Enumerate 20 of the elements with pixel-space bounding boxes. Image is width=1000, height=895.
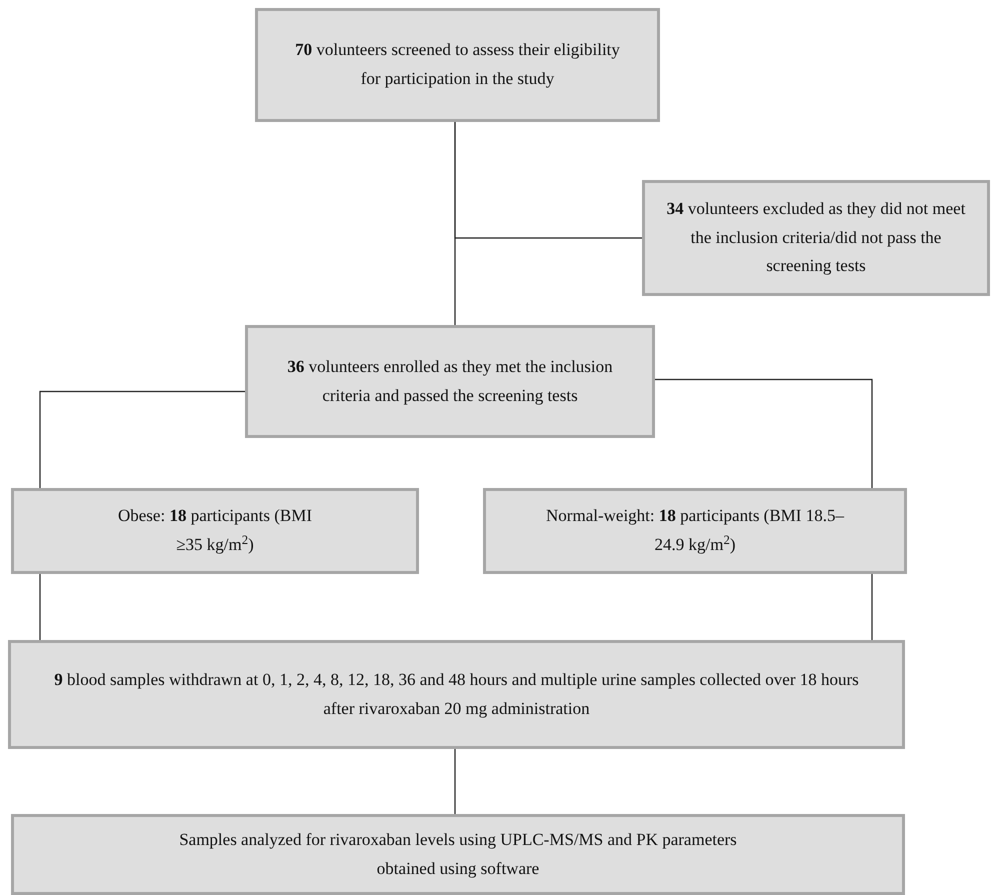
process-box [255,8,660,122]
box-text: 9 blood samples withdrawn at 0, 1, 2, 4, 8, 12, 18, 36 and 48 hours and multiple urine samples collected over 18 hours after rivaroxaban 20 mg administration [53,668,860,720]
process-box [642,180,990,296]
box-text: Obese: 18 participants (BMI ≥35 kg/m$^{2}$) [116,505,314,556]
connector-line [39,390,245,488]
box-text: 34 volunteers excluded as they did not meet the inclusion criteria/did not pass the screening tests [666,198,966,278]
connector-line [39,574,41,640]
process-box [8,640,905,749]
connector-line [454,122,642,239]
connector-line [655,378,873,488]
process-box [11,814,905,895]
box-text: Normal-weight: 18 participants (BMI 18.5–24.9 kg/m$^{2}$) [546,505,844,556]
process-box [483,488,907,574]
process-box [245,325,655,438]
connector-line [454,749,456,814]
process-box [11,488,419,574]
box-text: 36 volunteers enrolled as they met the inclusion criteria and passed the screening tests [286,356,614,407]
box-text: 70 volunteers screened to assess their eligibility for participation in the study [294,39,621,90]
connector-line [871,574,873,640]
box-text: Samples analyzed for rivaroxaban levels using UPLC-MS/MS and PK parameters obtained using software [178,828,738,880]
